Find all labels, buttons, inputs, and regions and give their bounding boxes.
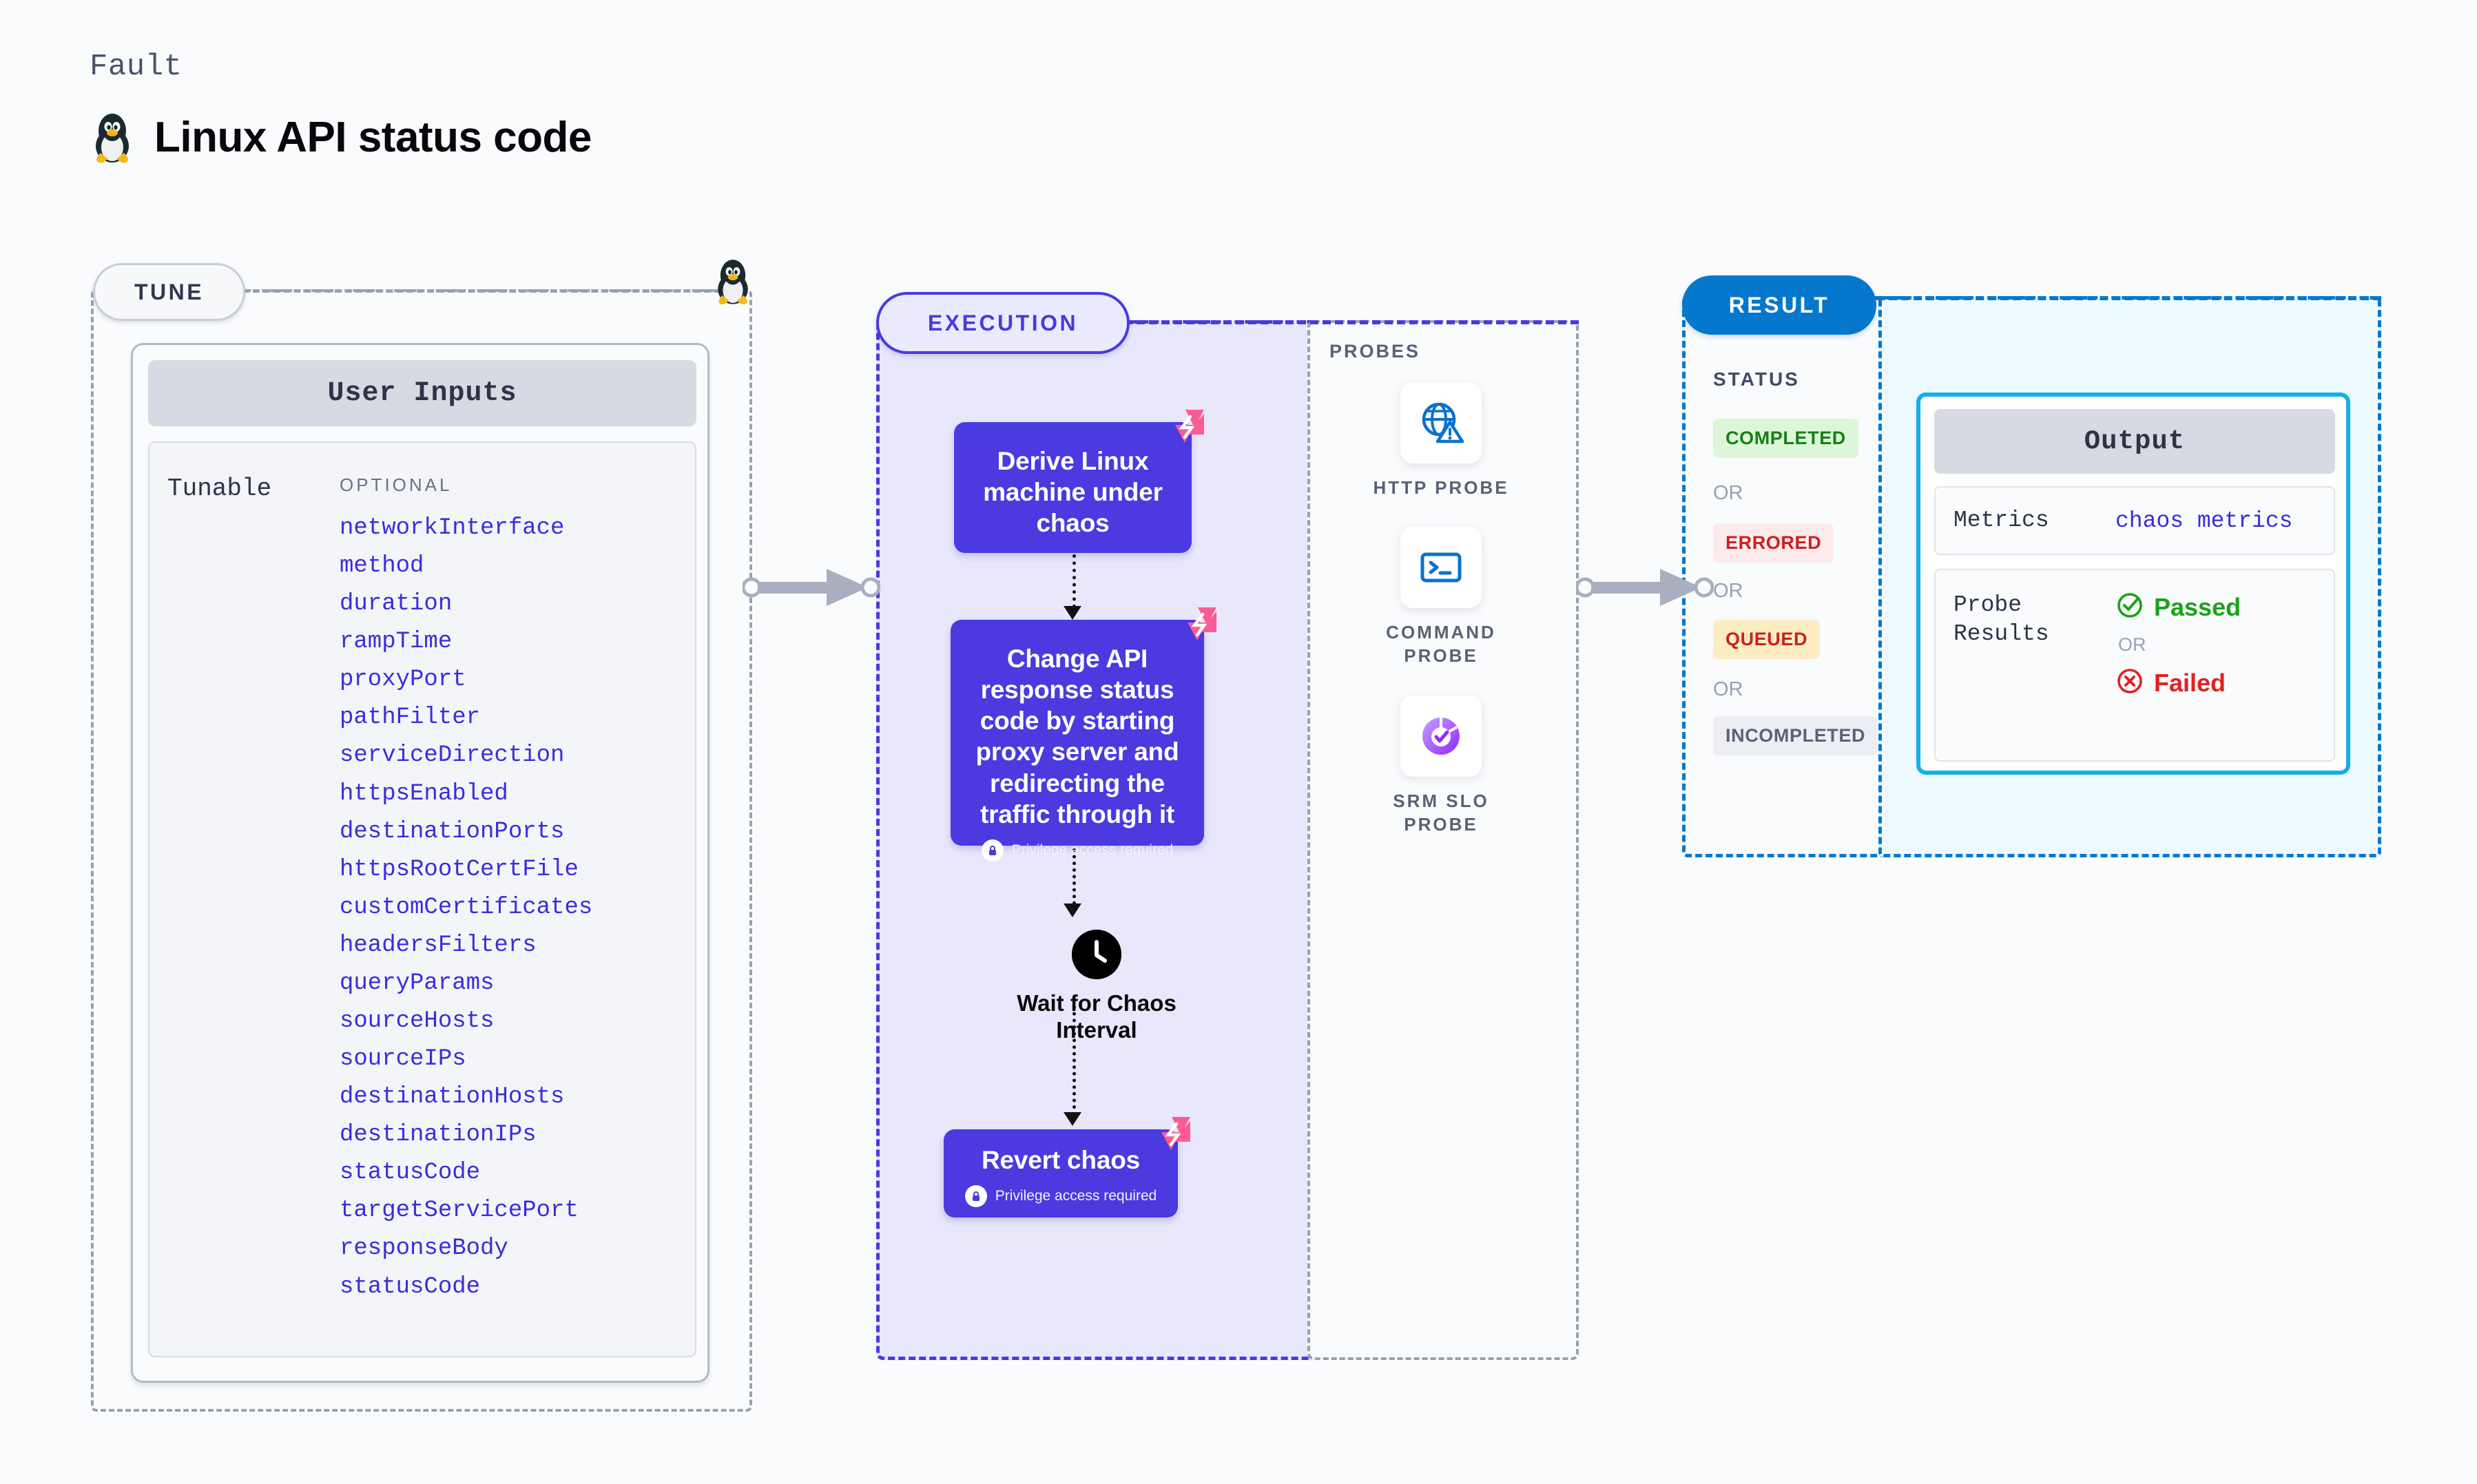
harness-chaos-badge-icon (1150, 1114, 1193, 1157)
param-item[interactable]: sourceIPs (340, 1046, 466, 1073)
param-item[interactable]: httpsEnabled (340, 780, 508, 807)
status-badge-incompleted: INCOMPLETED (1713, 716, 1878, 755)
probe-result-passed: Passed (2115, 591, 2241, 623)
flow-connector-dots (1072, 554, 1076, 608)
execution-node-title: Derive Linux machine under chaos (983, 447, 1163, 538)
privilege-notice: Privilege access required (955, 1185, 1167, 1208)
privilege-text: Privilege access required (995, 1188, 1157, 1204)
check-circle-icon (2115, 591, 2144, 623)
param-item[interactable]: proxyPort (340, 667, 466, 693)
param-item[interactable]: targetServicePort (340, 1198, 579, 1224)
optional-label: OPTIONAL (340, 474, 453, 495)
stage-pill-tune[interactable]: TUNE (93, 263, 245, 321)
harness-chaos-badge-icon (1164, 407, 1207, 450)
or-separator: OR (1713, 580, 1743, 602)
terminal-icon (1400, 527, 1482, 608)
param-item[interactable]: networkInterface (340, 515, 565, 541)
tune-connector-line (242, 289, 721, 293)
execution-node-revert-chaos[interactable]: Revert chaos Privilege access required (944, 1117, 1190, 1217)
execution-node-title: Change API response status code by start… (975, 645, 1179, 828)
param-item[interactable]: headersFilters (340, 932, 537, 959)
probe-label: HTTP PROBE (1373, 477, 1509, 498)
execution-node-derive-machine[interactable]: Derive Linux machine under chaos (954, 410, 1204, 553)
linux-penguin-icon (90, 110, 135, 164)
x-circle-icon (2115, 667, 2144, 699)
stage-pill-result[interactable]: RESULT (1682, 275, 1876, 335)
clock-icon (1072, 930, 1121, 979)
probe-label: COMMAND PROBE (1386, 622, 1496, 667)
or-separator: OR (1713, 678, 1743, 700)
flow-connector-dots (1072, 848, 1076, 905)
execution-node-change-status-code[interactable]: Change API response status code by start… (951, 607, 1216, 861)
globe-warning-icon (1400, 382, 1482, 463)
output-title: Output (1934, 409, 2335, 474)
param-item[interactable]: httpsRootCertFile (340, 856, 579, 883)
flow-arrowhead-icon (1064, 1112, 1081, 1126)
harness-chaos-badge-icon (1177, 605, 1219, 647)
status-badge-errored: ERRORED (1713, 523, 1834, 563)
param-item[interactable]: pathFilter (340, 704, 481, 731)
output-card: Output Metrics chaos metrics Probe Resul… (1916, 393, 2350, 775)
probe-results-key: Probe Results (1953, 592, 2049, 647)
probe-item-command[interactable]: COMMAND PROBE (1355, 527, 1527, 668)
metrics-row: Metrics chaos metrics (1934, 486, 2335, 555)
execution-node-title: Revert chaos (982, 1146, 1140, 1174)
metrics-key: Metrics (1953, 507, 2049, 533)
execution-node-title: Wait for Chaos Interval (1017, 990, 1177, 1043)
page-title: Linux API status code (154, 113, 592, 161)
param-item[interactable]: customCertificates (340, 894, 593, 921)
metrics-value-link[interactable]: chaos metrics (2115, 508, 2293, 534)
param-item[interactable]: responseBody (340, 1235, 508, 1262)
probe-result-failed: Failed (2115, 667, 2241, 699)
param-item[interactable]: serviceDirection (340, 742, 565, 769)
status-title: STATUS (1713, 368, 1800, 390)
stage-connector-arrow (1575, 563, 1714, 615)
param-item[interactable]: destinationIPs (340, 1122, 537, 1149)
fault-kicker-label: Fault (90, 50, 183, 84)
failed-label: Failed (2154, 668, 2226, 697)
result-connector-line (1876, 296, 2381, 300)
param-item[interactable]: rampTime (340, 629, 453, 656)
probe-label: SRM SLO PROBE (1393, 791, 1489, 835)
probes-title: PROBES (1329, 341, 1421, 362)
execution-connector-line (1124, 320, 1579, 324)
stage-connector-arrow (741, 563, 881, 615)
param-item[interactable]: sourceHosts (340, 1008, 495, 1035)
lock-icon (981, 839, 1004, 861)
param-item[interactable]: queryParams (340, 970, 495, 996)
lock-icon (964, 1185, 987, 1208)
tunable-panel: Tunable OPTIONAL networkInterface method… (148, 441, 696, 1357)
privilege-notice: Privilege access required (962, 839, 1193, 861)
probe-results-values: Passed OR Failed (2115, 591, 2241, 760)
param-item[interactable]: duration (340, 591, 453, 618)
user-inputs-card: User Inputs Tunable OPTIONAL networkInte… (131, 343, 709, 1383)
or-separator: OR (1713, 482, 1743, 504)
probe-item-http[interactable]: HTTP PROBE (1355, 382, 1527, 499)
flow-arrowhead-icon (1064, 903, 1081, 917)
param-item[interactable]: statusCode (340, 1273, 481, 1300)
flow-connector-dots (1072, 1005, 1076, 1116)
fault-title-row: Linux API status code (90, 110, 592, 164)
slo-donut-check-icon (1400, 696, 1482, 777)
stage-pill-execution[interactable]: EXECUTION (876, 292, 1130, 354)
probe-item-srm-slo[interactable]: SRM SLO PROBE (1355, 696, 1527, 837)
param-item[interactable]: destinationHosts (340, 1084, 565, 1111)
passed-label: Passed (2154, 592, 2241, 621)
param-item[interactable]: destinationPorts (340, 818, 565, 845)
param-item[interactable]: statusCode (340, 1160, 481, 1187)
probes-container (1307, 320, 1579, 1360)
tunable-parameter-list: OPTIONAL networkInterface method duratio… (340, 443, 592, 1356)
status-badge-queued: QUEUED (1713, 620, 1821, 659)
tunable-group-label: Tunable (167, 474, 272, 503)
param-item[interactable]: method (340, 553, 424, 580)
flow-arrowhead-icon (1064, 606, 1081, 620)
probe-results-row: Probe Results Passed OR (1934, 569, 2335, 762)
user-inputs-title: User Inputs (148, 360, 696, 426)
privilege-text: Privilege access required (1011, 842, 1174, 858)
or-separator: OR (2118, 634, 2146, 655)
linux-penguin-connector-icon (712, 256, 754, 309)
execution-node-wait-interval[interactable]: Wait for Chaos Interval (1007, 930, 1186, 1044)
status-badge-completed: COMPLETED (1713, 419, 1858, 458)
